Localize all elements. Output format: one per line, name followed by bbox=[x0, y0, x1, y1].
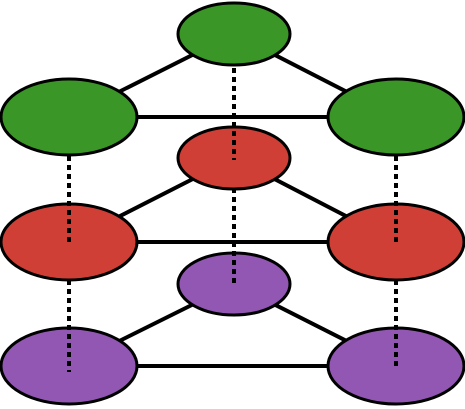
dotted-links-group bbox=[67, 68, 398, 372]
layer-1-node-left bbox=[0, 77, 139, 157]
layer-1-node-top bbox=[176, 1, 292, 67]
layer-1-node-right bbox=[326, 77, 465, 157]
